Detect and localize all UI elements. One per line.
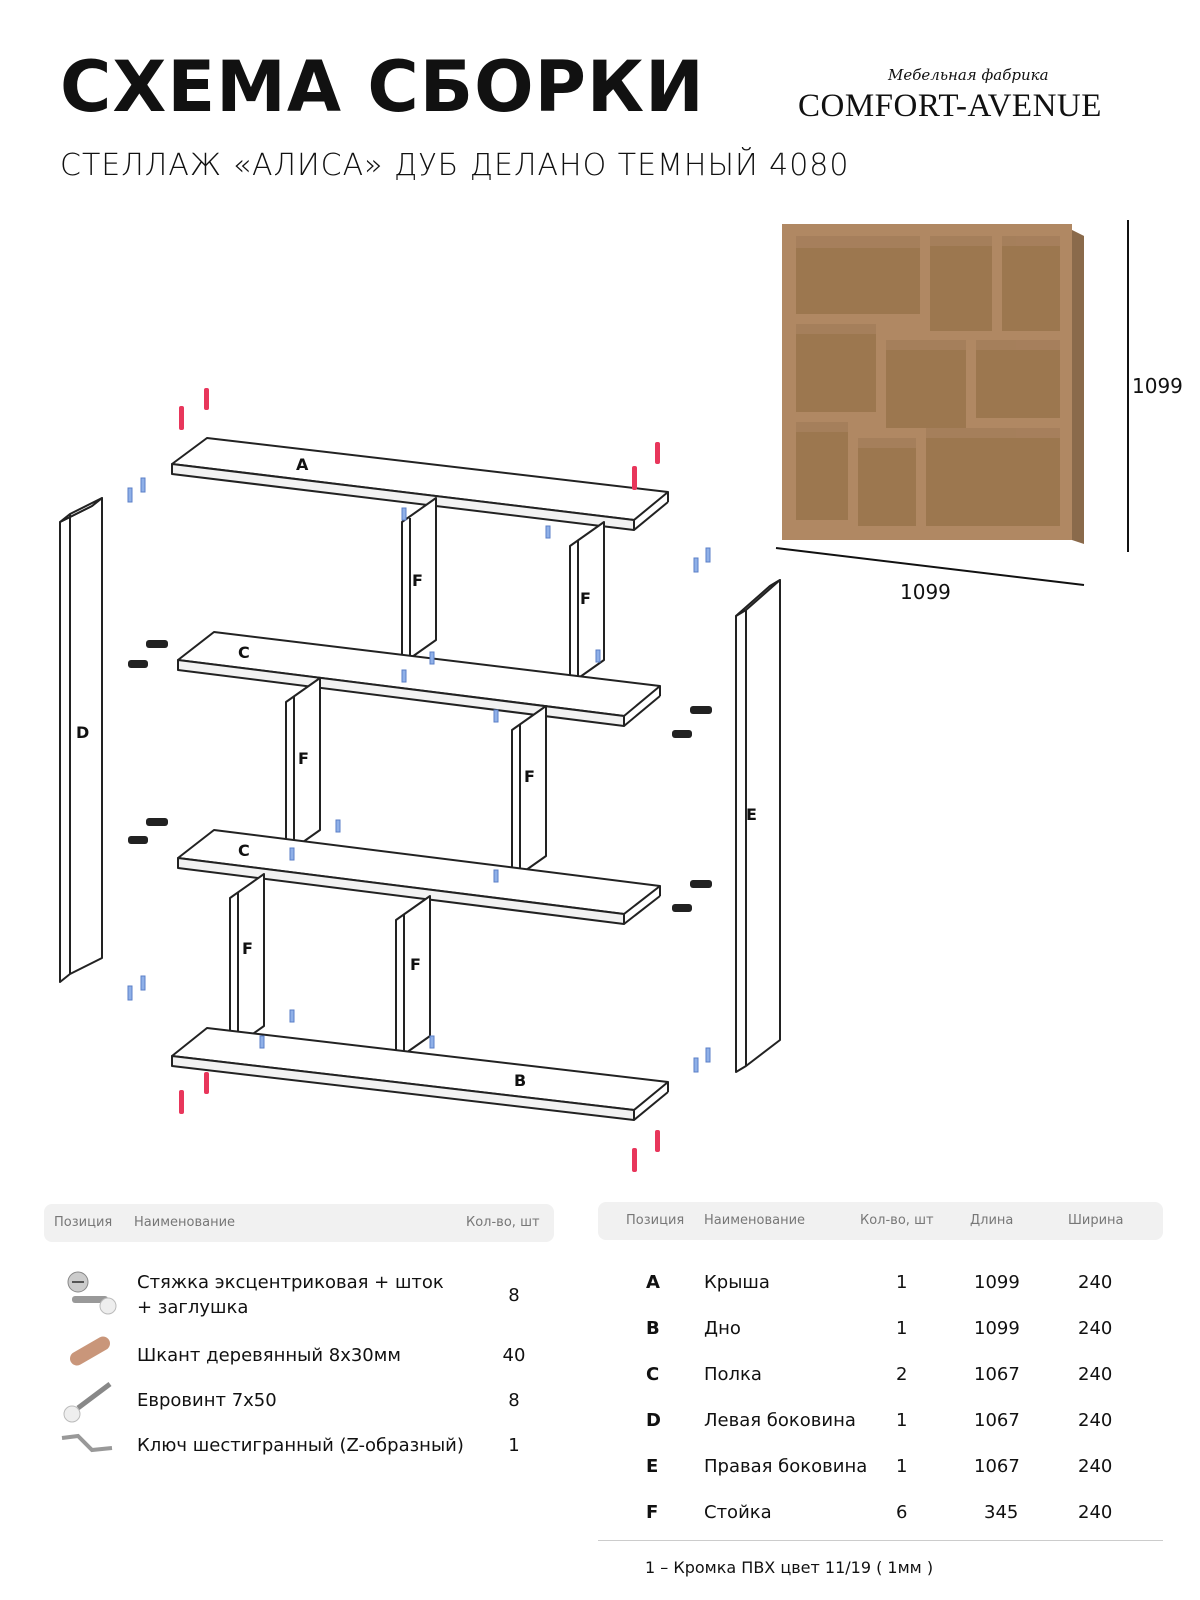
fittings-name: Ключ шестигранный (Z-образный)	[137, 1435, 464, 1456]
part-name: Левая боковина	[704, 1410, 856, 1431]
width-dimension: 1099	[900, 580, 951, 604]
part-pos: A	[646, 1272, 660, 1293]
part-pos: C	[646, 1364, 660, 1385]
part-name: Полка	[704, 1364, 762, 1385]
part-length: 1067	[974, 1364, 1020, 1385]
fittings-name: Шкант деревянный 8х30мм	[137, 1345, 401, 1366]
part-length: 1067	[974, 1456, 1020, 1477]
panel-f-3	[285, 677, 321, 855]
shelf-preview	[775, 220, 1129, 586]
part-qty: 1	[896, 1456, 908, 1477]
header-length: Длина	[970, 1213, 1014, 1228]
dowels	[127, 477, 711, 1073]
part-length: 1099	[974, 1272, 1020, 1293]
fittings-name: Стяжка эксцентриковая + шток	[137, 1272, 444, 1293]
parts-table-header: Позиция Наименование Кол-во, шт Длина Ши…	[598, 1202, 1163, 1240]
label-f-4: F	[524, 767, 535, 786]
euro-screws	[179, 388, 660, 1172]
part-qty: 2	[896, 1364, 908, 1385]
assembly-diagram: A B C C D E F F F F F F	[59, 220, 1129, 1172]
label-f-3: F	[298, 749, 309, 768]
part-length: 1067	[974, 1410, 1020, 1431]
product-subtitle: СТЕЛЛАЖ «АЛИСА» ДУБ ДЕЛАНО ТЕМНЫЙ 4080	[60, 148, 850, 183]
header-name: Наименование	[704, 1213, 806, 1228]
label-f-6: F	[410, 955, 421, 974]
part-width: 240	[1078, 1272, 1113, 1293]
panel-c-shelf-1	[177, 631, 661, 727]
part-length: 1099	[974, 1318, 1020, 1339]
panel-a-top	[171, 437, 669, 531]
part-pos: B	[646, 1318, 660, 1339]
label-b: B	[514, 1071, 526, 1090]
eccentric-ties	[128, 640, 712, 912]
hex-key-icon	[61, 1433, 113, 1453]
part-name: Дно	[704, 1318, 741, 1339]
height-dimension: 1099	[1132, 374, 1183, 398]
part-length: 345	[984, 1502, 1019, 1523]
panel-d-left-side	[59, 497, 103, 983]
label-f-5: F	[242, 939, 253, 958]
part-width: 240	[1078, 1318, 1113, 1339]
label-c-1: C	[238, 643, 250, 662]
euro-screw-icon	[63, 1382, 112, 1423]
label-f-1: F	[412, 571, 423, 590]
part-name: Стойка	[704, 1502, 772, 1523]
label-a: A	[296, 455, 309, 474]
header-position: Позиция	[626, 1213, 685, 1228]
brand-logo: COMFORT-AVENUE	[798, 88, 1102, 124]
label-d: D	[76, 723, 89, 742]
page-title: СХЕМА СБОРКИ	[60, 46, 705, 128]
part-qty: 1	[896, 1410, 908, 1431]
header-qty: Кол-во, шт	[860, 1213, 934, 1228]
panel-f-2	[569, 521, 605, 685]
wooden-dowel-icon	[70, 1336, 110, 1366]
panel-f-5	[229, 873, 265, 1051]
header-name: Наименование	[134, 1215, 236, 1230]
brand-tagline: Мебельная фабрика	[888, 66, 1049, 84]
panel-b-bottom	[171, 1027, 669, 1121]
table-divider	[598, 1540, 1163, 1541]
panel-f-4	[511, 705, 547, 881]
part-pos: D	[646, 1410, 661, 1431]
fittings-qty: 8	[508, 1285, 520, 1306]
part-pos: E	[646, 1456, 659, 1477]
label-c-2: C	[238, 841, 250, 860]
part-pos: F	[646, 1502, 659, 1523]
fittings-qty: 8	[508, 1390, 520, 1411]
part-width: 240	[1078, 1364, 1113, 1385]
header-qty: Кол-во, шт	[466, 1215, 540, 1230]
part-width: 240	[1078, 1502, 1113, 1523]
panel-f-6	[395, 895, 431, 1061]
label-e: E	[746, 805, 757, 824]
fittings-qty: 40	[502, 1345, 526, 1366]
part-qty: 1	[896, 1272, 908, 1293]
part-name: Правая боковина	[704, 1456, 868, 1477]
panel-e-right-side	[735, 579, 781, 1073]
label-f-2: F	[580, 589, 591, 608]
panel-c-shelf-2	[177, 829, 661, 925]
header-width: Ширина	[1068, 1213, 1124, 1228]
fittings-name-line2: + заглушка	[137, 1297, 249, 1318]
fittings-name: Евровинт 7х50	[137, 1390, 277, 1411]
part-width: 240	[1078, 1410, 1113, 1431]
eccentric-tie-icon	[67, 1271, 117, 1315]
fittings-qty: 1	[508, 1435, 520, 1456]
part-qty: 1	[896, 1318, 908, 1339]
part-qty: 6	[896, 1502, 908, 1523]
fittings-table-header: Позиция Наименование Кол-во, шт	[44, 1204, 554, 1242]
edge-band-note: 1 – Кромка ПВХ цвет 11/19 ( 1мм )	[645, 1558, 934, 1577]
part-width: 240	[1078, 1456, 1113, 1477]
part-name: Крыша	[704, 1272, 770, 1293]
panel-f-1	[401, 497, 437, 665]
header-position: Позиция	[54, 1215, 113, 1230]
